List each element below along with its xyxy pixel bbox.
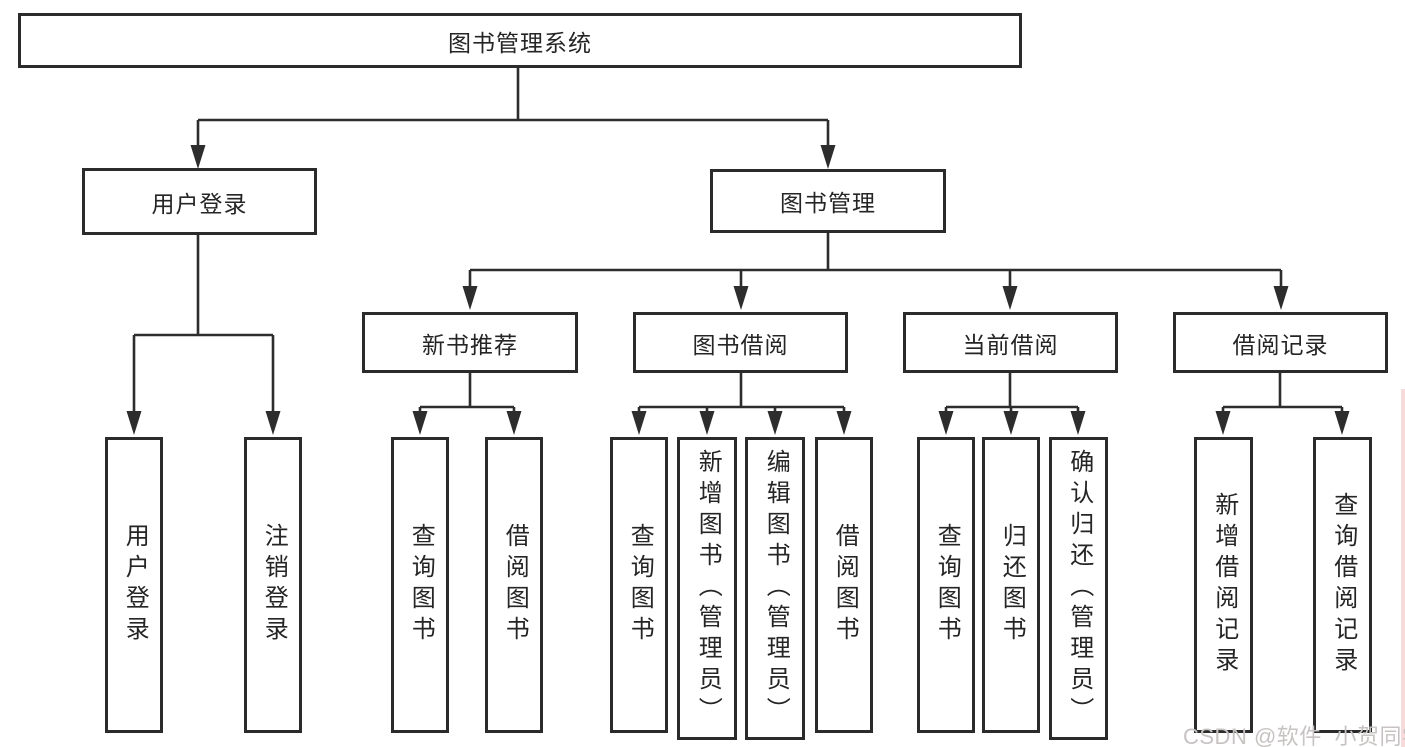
leaf-query-borrow-record: 查询借阅记录: [1313, 437, 1372, 733]
leaf-borrow-books-recommend-label: 借阅图书: [501, 523, 529, 647]
leaf-query-books-borrowing-label: 查询图书: [626, 523, 654, 647]
leaf-edit-books-admin: 编辑图书（管理员）: [745, 437, 805, 740]
leaf-query-books-current: 查询图书: [917, 437, 975, 733]
leaf-query-books-recommend-label: 查询图书: [407, 523, 435, 647]
leaf-borrow-books-label: 借阅图书: [831, 523, 859, 647]
node-book-management: 图书管理: [710, 169, 946, 233]
node-borrow-records: 借阅记录: [1173, 312, 1388, 373]
leaf-add-borrow-record-label: 新增借阅记录: [1210, 492, 1238, 678]
node-new-book-recommend: 新书推荐: [362, 312, 578, 373]
leaf-return-books-label: 归还图书: [998, 523, 1026, 647]
watermark: CSDN @软件_小贺同学: [1183, 724, 1405, 747]
node-root-system: 图书管理系统: [18, 13, 1022, 68]
leaf-logout-label: 注销登录: [260, 523, 288, 647]
right-edge-pink-strip: [1401, 389, 1405, 747]
leaf-add-borrow-record: 新增借阅记录: [1194, 437, 1253, 733]
leaf-confirm-return-admin-label: 确认归还（管理员）: [1065, 449, 1093, 728]
leaf-logout: 注销登录: [244, 437, 302, 733]
node-user-login: 用户登录: [82, 168, 317, 235]
leaf-add-books-admin-label: 新增图书（管理员）: [694, 449, 722, 728]
leaf-user-login-label: 用户登录: [121, 523, 149, 647]
leaf-add-books-admin: 新增图书（管理员）: [677, 437, 737, 740]
leaf-query-books-current-label: 查询图书: [933, 523, 961, 647]
leaf-query-borrow-record-label: 查询借阅记录: [1329, 492, 1357, 678]
node-current-borrowing: 当前借阅: [903, 312, 1118, 373]
leaf-user-login: 用户登录: [105, 437, 163, 733]
leaf-query-books-recommend: 查询图书: [391, 437, 449, 733]
leaf-return-books: 归还图书: [982, 437, 1040, 733]
arrowheads: [126, 145, 1350, 435]
leaf-edit-books-admin-label: 编辑图书（管理员）: [762, 449, 790, 728]
node-book-borrowing: 图书借阅: [633, 312, 848, 373]
leaf-borrow-books-recommend: 借阅图书: [485, 437, 543, 733]
leaf-borrow-books: 借阅图书: [815, 437, 873, 733]
leaf-confirm-return-admin: 确认归还（管理员）: [1049, 437, 1108, 740]
leaf-query-books-borrowing: 查询图书: [610, 437, 668, 733]
